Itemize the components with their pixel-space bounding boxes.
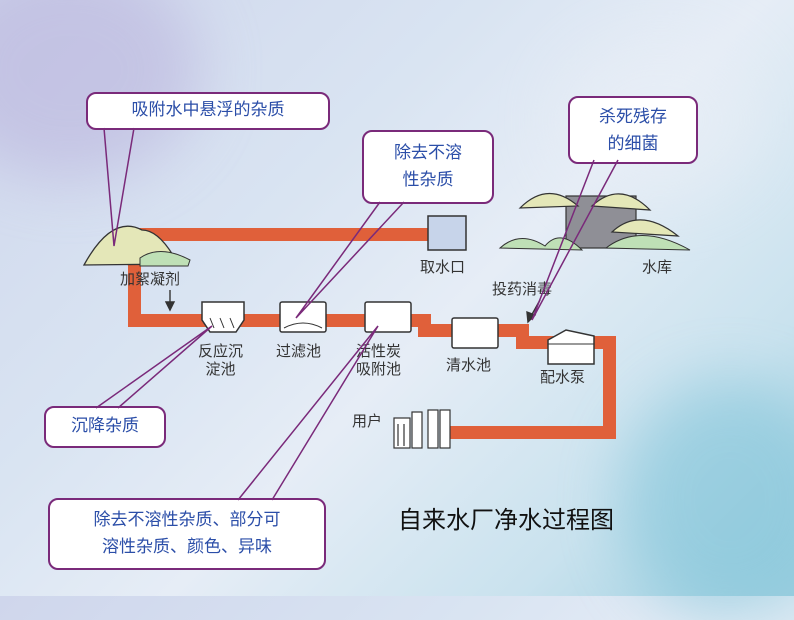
callout-kill-bacteria: 杀死残存 的细菌 — [568, 96, 698, 164]
pump-house — [547, 329, 595, 365]
reaction-settling-tank — [201, 301, 245, 333]
diagram-title: 自来水厂净水过程图 — [398, 506, 614, 534]
pipe-network — [128, 228, 616, 439]
clear-water-tank — [451, 317, 499, 349]
callout-activated-carbon: 除去不溶性杂质、部分可 溶性杂质、颜色、异味 — [48, 498, 326, 570]
clear-tank-label: 清水池 — [446, 356, 492, 374]
disinfect-label: 投药消毒 — [492, 280, 553, 298]
user-label: 用户 — [352, 412, 383, 430]
filter-tank-label: 过滤池 — [276, 342, 322, 360]
intake-pipe-top — [128, 228, 428, 241]
reservoir-graphic — [498, 192, 691, 251]
carbon-adsorption-tank — [364, 301, 412, 333]
supply-pipe-bottom — [445, 426, 616, 439]
filter-tank — [279, 301, 327, 333]
callout-remove-insoluble: 除去不溶 性杂质 — [362, 130, 494, 204]
water-intake-box — [427, 215, 467, 251]
water-intake-label: 取水口 — [420, 258, 466, 276]
supply-pipe-down — [603, 336, 616, 436]
carbon-tank-label: 活性炭 吸附池 — [356, 342, 402, 378]
callout-adsorb: 吸附水中悬浮的杂质 — [86, 92, 330, 130]
reaction-tank-label: 反应沉 淀池 — [198, 342, 244, 378]
flocculant-label: 加絮凝剂 — [120, 270, 181, 288]
reservoir-label: 水库 — [642, 258, 673, 276]
pump-label: 配水泵 — [540, 368, 586, 386]
user-buildings — [393, 409, 451, 449]
callout-settle: 沉降杂质 — [44, 406, 166, 448]
